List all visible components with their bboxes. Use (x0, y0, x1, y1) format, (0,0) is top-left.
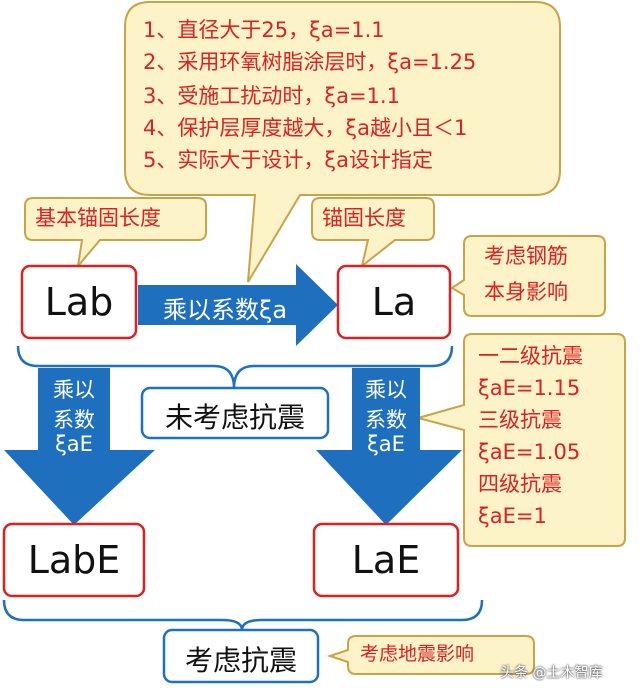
seismic-callout-line-6: ξaE=1 (478, 504, 547, 528)
basic-callout-bubble (24, 197, 207, 270)
basic-anchorage-label: 基本锚固长度 (35, 206, 161, 230)
labe-text: LabE (27, 538, 121, 582)
watermark: 头条 @土木智库 (500, 665, 603, 681)
seismic-text: 考虑抗震 (184, 644, 297, 677)
seismic-callout-line-4: ξaE=1.05 (478, 440, 581, 464)
seismic-callout-line-2: ξaE=1.15 (478, 376, 581, 400)
top-callout-line-4: 4、保护层厚度越大，ξa越小且＜1 (143, 116, 468, 140)
top-callout-line-5: 5、实际大于设计，ξa设计指定 (143, 148, 433, 172)
top-brace (16, 345, 454, 389)
seismic-callout-line-3: 三级抗震 (478, 408, 562, 432)
horizontal-arrow-label: 乘以系数ξa (162, 296, 288, 324)
self-callout-bubble (450, 235, 606, 317)
la-text: La (371, 280, 417, 324)
top-callout-line-2: 2、采用环氧树脂涂层时，ξa=1.25 (143, 50, 477, 74)
right-down-arrow (316, 368, 462, 525)
left-arrow-label-1: 乘以 (53, 378, 95, 402)
top-callout-line-3: 3、受施工扰动时，ξa=1.1 (143, 84, 400, 108)
top-callout-line-1: 1、直径大于25，ξa=1.1 (143, 18, 385, 42)
quake-callout-bubble (326, 635, 535, 675)
top-callout-bubble (124, 1, 561, 283)
seismic-callout-bubble (414, 333, 626, 547)
left-arrow-label-3: ξaE (55, 432, 93, 456)
right-arrow-label-2: 系数 (365, 408, 407, 432)
anchorage-label: 锚固长度 (322, 206, 406, 230)
right-arrow-label-1: 乘以 (365, 378, 407, 402)
bottom-brace (2, 599, 484, 631)
lab-text: Lab (44, 280, 114, 324)
seismic-callout-line-5: 四级抗震 (478, 472, 562, 496)
labe-box (2, 522, 146, 598)
left-down-arrow (4, 368, 155, 525)
lae-box (312, 522, 460, 598)
no-seismic-text: 未考虑抗震 (164, 401, 305, 434)
lae-text: LaE (351, 538, 421, 582)
horizontal-arrow (138, 264, 338, 346)
seismic-callout-line-1: 一二级抗震 (478, 344, 583, 368)
la-box (336, 264, 452, 340)
left-arrow-label-2: 系数 (53, 408, 95, 432)
self-callout-line-1: 考虑钢筋 (484, 244, 568, 268)
anchor-callout-bubble (311, 197, 435, 269)
self-callout-line-2: 本身影响 (484, 280, 568, 304)
right-arrow-label-3: ξaE (367, 432, 405, 456)
quake-callout-text: 考虑地震影响 (360, 643, 475, 665)
lab-box (20, 264, 138, 340)
